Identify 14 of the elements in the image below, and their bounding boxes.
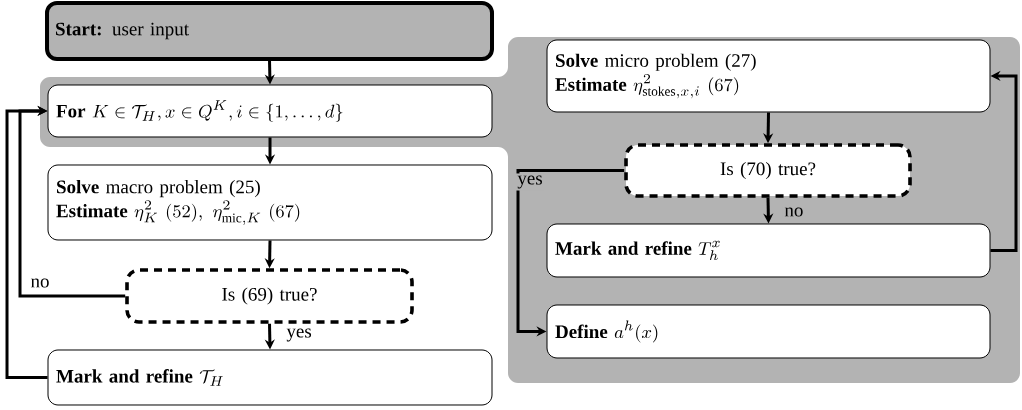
process-box: $\textbf{Mark and refine}\ T_h^x$ — [546, 223, 991, 278]
edge-label: yes — [515, 173, 545, 191]
edge-label: no — [782, 205, 806, 219]
process-box: $\textbf{Define}\ a^h(x)$ — [546, 304, 991, 359]
decision-box: Is (69) true? — [125, 268, 414, 324]
process-box: $\textbf{Mark and refine}\ \mathcal{T}_H$ — [47, 349, 493, 406]
edge-label: yes — [284, 326, 314, 344]
arrow — [5, 105, 48, 379]
start-box: Start: user input — [45, 1, 494, 61]
process-box: Solve macro problem (25) $\textbf{Estimate}\ \eta_K^2\ (52),\ \eta_{\mathrm{mic},K}^2\ (67)$ — [47, 164, 493, 241]
process-box: $\textbf{For}\ K \in \mathcal{T}_H, x \in Q^K, i \in \{1, \ldots, d\}$ — [47, 84, 493, 138]
decision-box: Is (70) true? — [624, 143, 912, 198]
edge-label: no — [28, 276, 52, 290]
process-box: Solve micro problem (27) $\textbf{Estimate}\ \eta_{\mathrm{stokes},x,i}^2\ (67)$ — [546, 39, 991, 113]
